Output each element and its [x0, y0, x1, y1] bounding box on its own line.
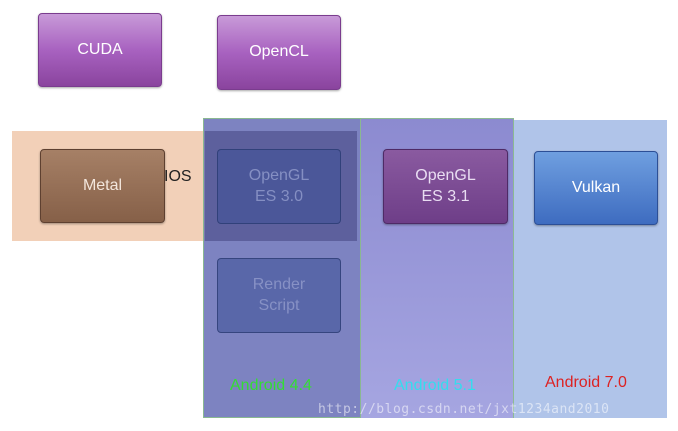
android-4-4-label: Android 4.4: [230, 377, 312, 394]
opengl-es-3-1-box: OpenGL ES 3.1: [383, 149, 508, 224]
ios-label: IOS: [164, 168, 192, 185]
android-5-1-label: Android 5.1: [394, 377, 476, 394]
watermark: http://blog.csdn.net/jxt1234and2010: [318, 402, 610, 417]
metal-box: Metal: [40, 149, 165, 223]
vulkan-box: Vulkan: [534, 151, 658, 225]
cuda-box: CUDA: [38, 13, 162, 87]
opencl-box: OpenCL: [217, 15, 341, 90]
renderscript-box: Render Script: [217, 258, 341, 333]
opengl-es-3-0-box: OpenGL ES 3.0: [217, 149, 341, 224]
android-7-0-label: Android 7.0: [545, 374, 627, 391]
